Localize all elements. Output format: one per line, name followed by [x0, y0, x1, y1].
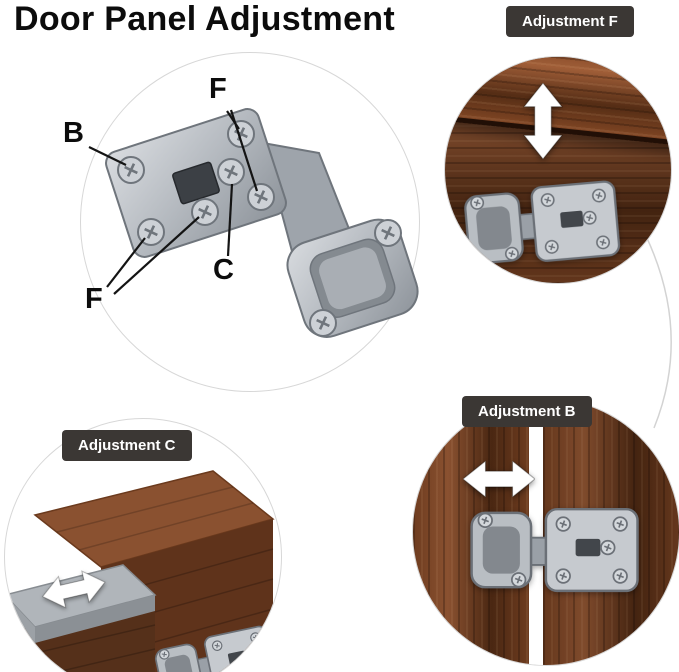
hinge-illustration — [88, 108, 419, 338]
hinge-cup — [286, 218, 419, 338]
horizontal-double-arrow-icon — [463, 461, 535, 497]
screw-label-f-top: F — [209, 73, 227, 105]
adjustment-c-badge: Adjustment C — [62, 430, 192, 461]
hinge-bridging-gap — [469, 503, 655, 607]
adjustment-b-badge: Adjustment B — [462, 396, 592, 427]
panel-gap — [529, 399, 543, 665]
screw-label-b: B — [63, 117, 84, 149]
cabinet-corner-illustration — [5, 470, 282, 672]
screw-label-f-bottom: F — [85, 283, 103, 315]
adjustment-b-circle — [412, 398, 679, 666]
hinge-side-view — [461, 174, 637, 282]
adjustment-f-circle — [444, 56, 672, 284]
hinge-overview-circle: F B C F — [63, 52, 420, 392]
vertical-double-arrow-icon — [523, 83, 563, 159]
screw-label-c: C — [213, 254, 234, 286]
adjustment-f-badge: Adjustment F — [506, 6, 634, 37]
page-title: Door Panel Adjustment — [14, 0, 395, 38]
label-pointer-lines — [88, 109, 259, 295]
